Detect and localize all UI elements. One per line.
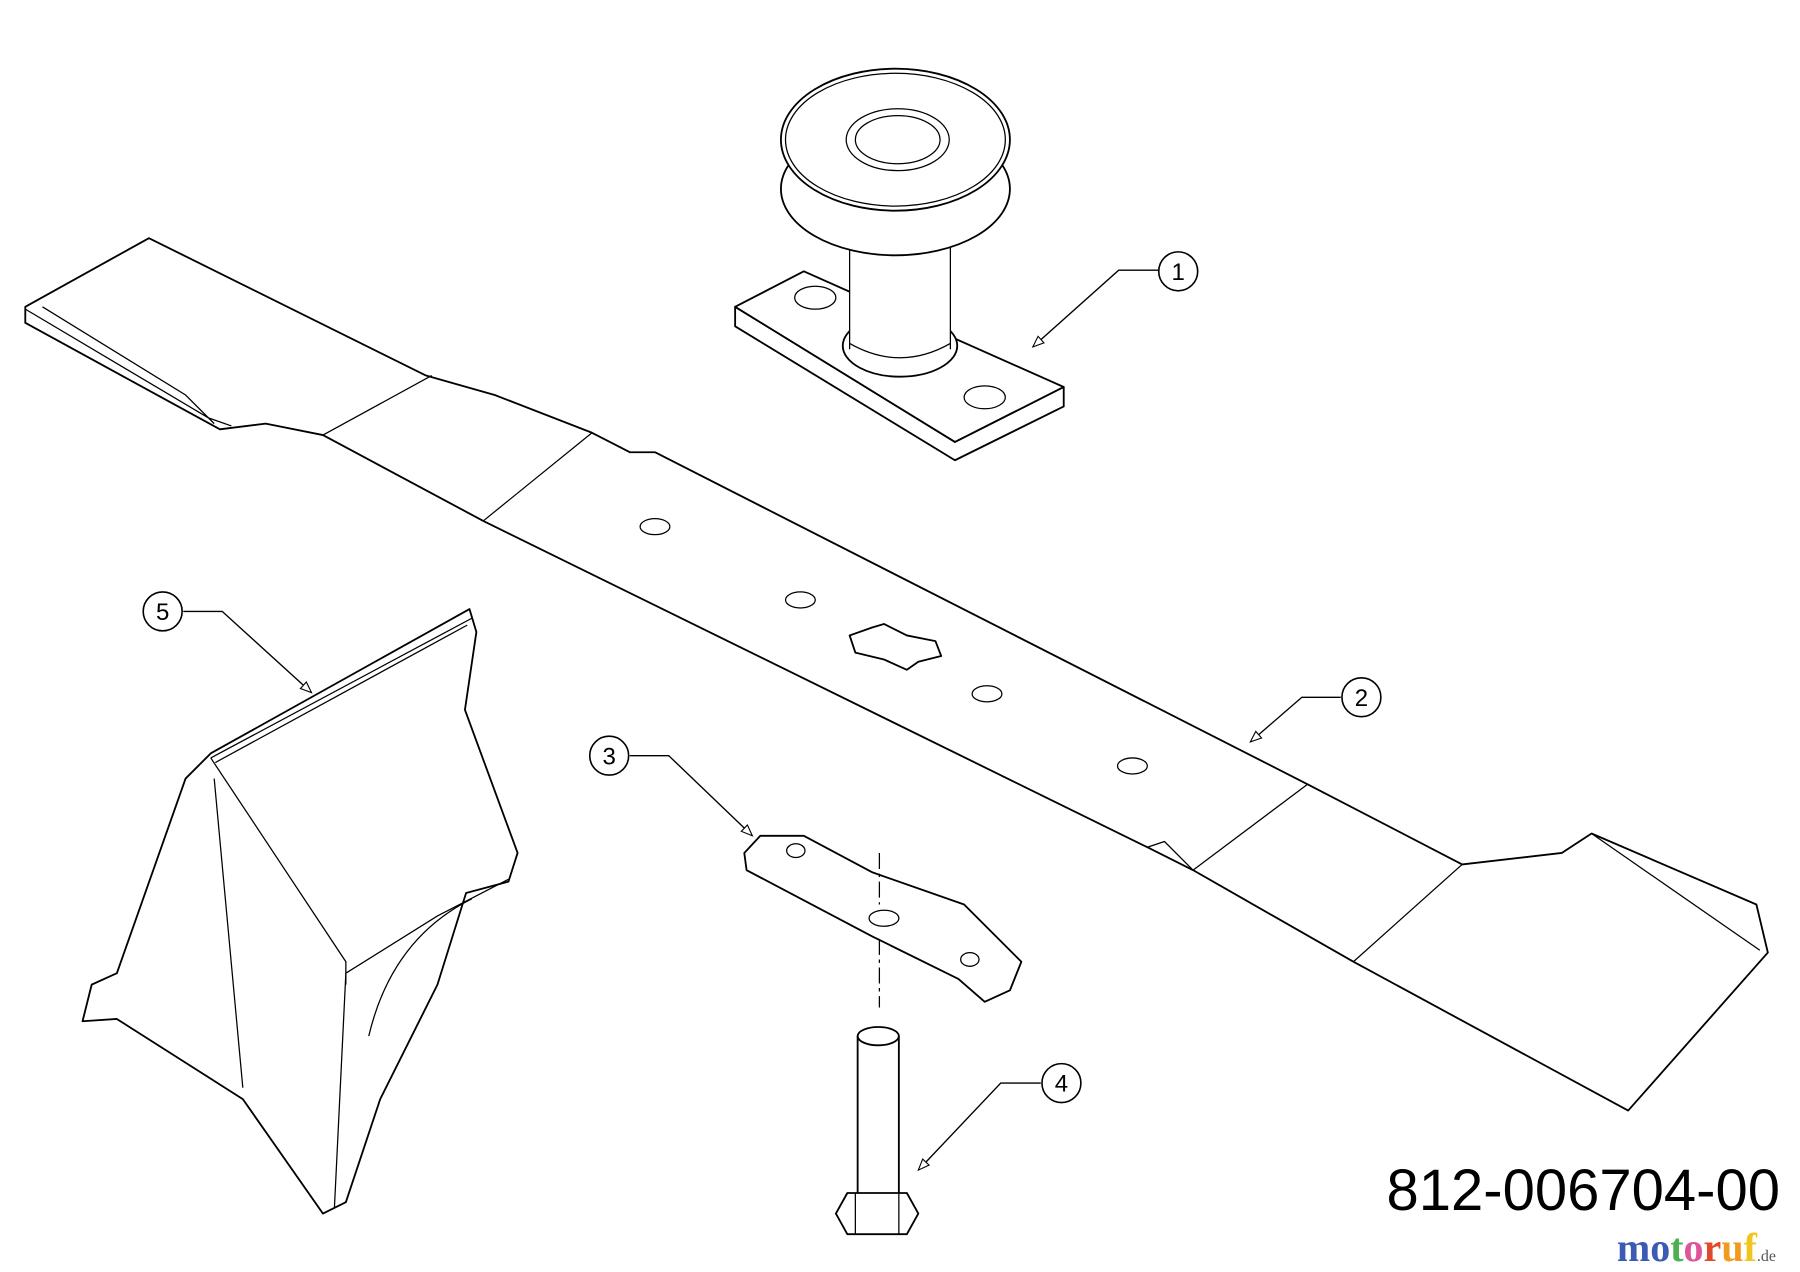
watermark-letter: o bbox=[1683, 1225, 1704, 1270]
mower-blade bbox=[24, 237, 1769, 1112]
watermark-letter: t bbox=[1670, 1225, 1684, 1270]
callout-3: 3 bbox=[588, 735, 630, 776]
callout-1: 1 bbox=[1157, 251, 1199, 292]
watermark-letter: f bbox=[1743, 1225, 1757, 1270]
callout-3-label: 3 bbox=[603, 743, 616, 770]
watermark-logo: motoruf.de bbox=[1617, 1228, 1776, 1268]
blade-adapter-bracket bbox=[743, 834, 1023, 1008]
callout-4-label: 4 bbox=[1055, 1071, 1068, 1098]
leader-2 bbox=[1249, 696, 1341, 743]
drawing-number: 812-006704-00 bbox=[1386, 1158, 1780, 1223]
watermark-letter: u bbox=[1721, 1225, 1744, 1270]
leader-3 bbox=[629, 754, 754, 837]
watermark-letter: m bbox=[1616, 1225, 1651, 1270]
watermark-suffix: .de bbox=[1756, 1248, 1776, 1265]
blade-bolt bbox=[834, 1026, 920, 1236]
watermark-letter: o bbox=[1650, 1225, 1671, 1270]
callout-5-label: 5 bbox=[156, 599, 169, 626]
callout-5: 5 bbox=[142, 591, 183, 632]
callout-2: 2 bbox=[1341, 676, 1382, 718]
watermark-letter: r bbox=[1703, 1225, 1722, 1270]
deflector bbox=[81, 608, 519, 1215]
callout-2-label: 2 bbox=[1355, 685, 1368, 712]
center-star-hole bbox=[848, 623, 943, 671]
callout-4: 4 bbox=[1041, 1062, 1082, 1104]
leader-4 bbox=[917, 1082, 1041, 1172]
callout-1-label: 1 bbox=[1172, 259, 1185, 286]
leader-1 bbox=[1031, 269, 1159, 348]
spindle-pulley bbox=[734, 67, 1065, 462]
leader-5 bbox=[183, 610, 313, 694]
